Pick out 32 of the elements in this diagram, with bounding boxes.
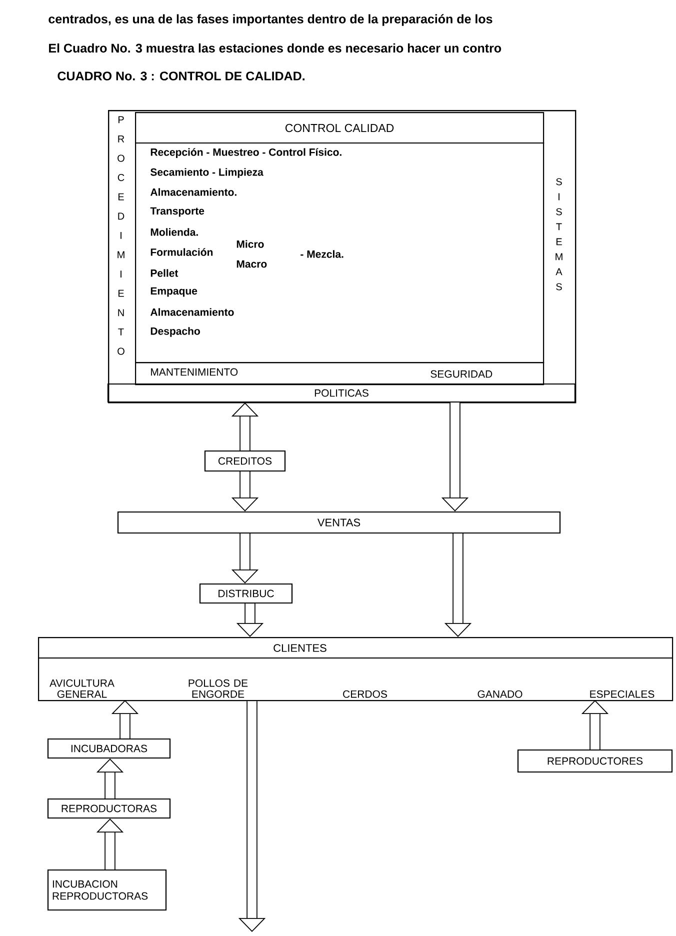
body-text: centrados, es una de las fases importantes dentro de la preparación de los — [48, 14, 492, 26]
category-label: ESPECIALES — [590, 690, 654, 698]
category-label: POLLOS DE ENGORDE — [188, 679, 248, 698]
list-item: Pellet — [150, 269, 178, 277]
list-item: - Mezcla. — [300, 250, 344, 258]
band: POLITICAS — [107, 383, 576, 403]
list-item: Almacenamiento. — [150, 188, 236, 196]
category-label: AVICULTURA GENERAL — [50, 679, 114, 698]
band: VENTAS — [117, 511, 561, 534]
label-box: REPRODUCTORES — [517, 749, 673, 773]
list-item: Almacenamiento — [150, 308, 234, 316]
label-box: DISTRIBUC — [199, 583, 293, 604]
category-label: CERDOS — [343, 690, 387, 698]
list-item: Transporte — [150, 207, 204, 217]
list-item: Despacho — [150, 327, 200, 337]
vertical-label: SISTEMAS — [556, 178, 562, 290]
footer-row: MANTENIMIENTO SEGURIDAD — [135, 362, 544, 386]
list-item: Molienda. — [150, 228, 198, 236]
category-label: GANADO — [478, 690, 522, 698]
list-item: Empaque — [150, 287, 198, 297]
list-item: Recepción - Muestreo - Control Físico. — [150, 148, 342, 158]
body-text: El Cuadro No. 3 muestra las estaciones donde es necesario hacer un contro — [49, 43, 502, 53]
list-item: Formulación — [150, 248, 213, 256]
label-box: REPRODUCTORAS — [47, 798, 171, 819]
vertical-label: PROCEDIMIENTO — [118, 116, 124, 355]
list-item: Micro — [236, 240, 264, 248]
list-item: Secamiento - Limpieza — [150, 168, 264, 178]
label-box: CREDITOS — [204, 450, 286, 472]
label-box: INCUBACION REPRODUCTORAS — [47, 869, 167, 911]
label-box: INCUBADORAS — [47, 738, 171, 759]
figure-title: CUADRO No. 3 : CONTROL DE CALIDAD. — [58, 72, 304, 80]
list-item: Macro — [236, 260, 267, 268]
